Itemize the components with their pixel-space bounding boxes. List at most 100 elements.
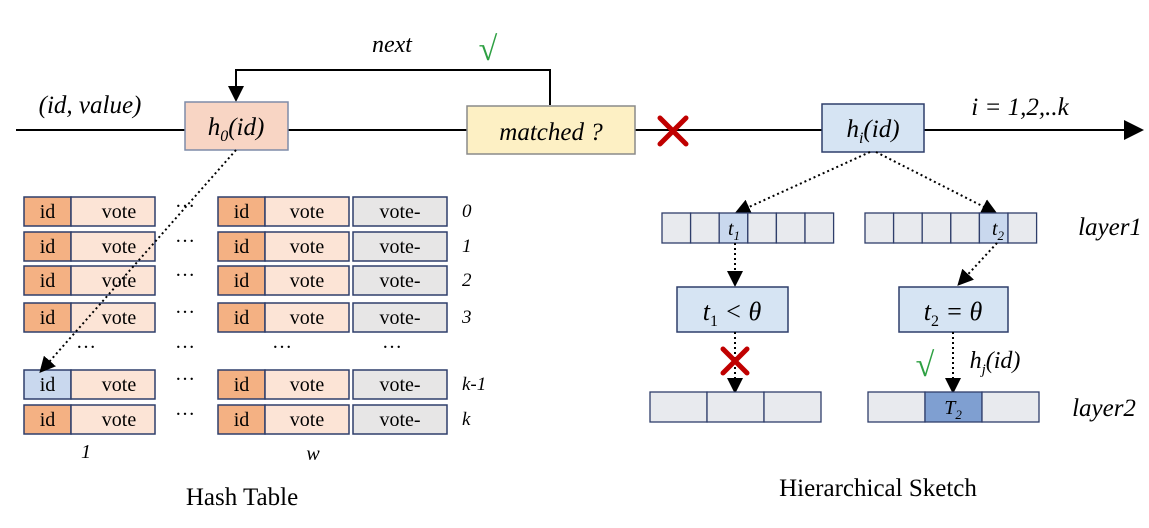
row-index-label: k bbox=[462, 409, 471, 430]
matched-box: matched ? bbox=[466, 105, 636, 155]
vote-negative-label: vote- bbox=[379, 236, 420, 258]
vote-cell-label: vote bbox=[102, 307, 137, 329]
hash-table-ellipsis-row: … … … … bbox=[76, 331, 402, 353]
svg-text:h0(id): h0(id) bbox=[208, 114, 265, 145]
vote-cell-label: vote bbox=[102, 374, 137, 396]
row-index-label: 2 bbox=[462, 270, 472, 291]
sketch-counter bbox=[867, 391, 926, 423]
svg-text:matched ?: matched ? bbox=[499, 119, 603, 146]
sketch-counter bbox=[775, 212, 806, 244]
sketch-counter bbox=[864, 212, 895, 244]
ellipsis: … bbox=[175, 363, 195, 385]
vote-cell-label: vote bbox=[290, 270, 325, 292]
id-cell bbox=[217, 265, 266, 296]
hashi-box: hi(id) bbox=[821, 103, 925, 153]
ellipsis: … bbox=[175, 190, 195, 212]
vote-cell bbox=[264, 196, 350, 227]
id-cell-label: id bbox=[234, 409, 250, 431]
sketch-counter bbox=[804, 212, 835, 244]
vote-cell-label: vote bbox=[290, 409, 325, 431]
ellipsis: … bbox=[382, 331, 402, 353]
sketch-counter bbox=[763, 391, 822, 423]
layer1-right-array bbox=[864, 212, 1038, 244]
column-last-label: w bbox=[306, 443, 320, 465]
vote-cell bbox=[70, 302, 156, 333]
vote-negative-cell bbox=[352, 196, 448, 227]
t2-label: t2 bbox=[992, 218, 1005, 243]
hash0-sub: 0 bbox=[220, 128, 228, 145]
vote-negative-cell bbox=[352, 302, 448, 333]
t1-label: t1 bbox=[728, 218, 740, 243]
id-cell-label: id bbox=[234, 374, 250, 396]
hashi-sub: i bbox=[859, 130, 863, 147]
vote-negative-cell bbox=[352, 231, 448, 262]
svg-text:t2 = θ: t2 = θ bbox=[924, 297, 983, 330]
cond1-box: t1 < θ bbox=[676, 286, 789, 333]
id-cell-label: id bbox=[234, 307, 250, 329]
vote-cell-label: vote bbox=[102, 409, 137, 431]
vote-cell bbox=[70, 231, 156, 262]
ellipsis: … bbox=[175, 398, 195, 420]
hashi-fn: h bbox=[846, 116, 859, 143]
row-index-label: k-1 bbox=[462, 374, 486, 395]
hash0-arg: (id) bbox=[228, 114, 264, 141]
layer1-label: layer1 bbox=[1078, 214, 1142, 241]
vote-cell bbox=[70, 369, 156, 400]
id-cell-label: id bbox=[40, 201, 56, 223]
svg-text:hi(id): hi(id) bbox=[846, 116, 899, 147]
layer2-right-array bbox=[867, 391, 1040, 423]
hashi-to-layer1-left-arrow bbox=[734, 151, 871, 215]
id-cell-label: id bbox=[40, 409, 56, 431]
vote-negative-cell bbox=[352, 369, 448, 400]
vote-cell bbox=[70, 404, 156, 435]
vote-negative-cell bbox=[352, 404, 448, 435]
id-cell-label: id bbox=[40, 307, 56, 329]
id-cell-label: id bbox=[234, 236, 250, 258]
column-first-label: 1 bbox=[81, 441, 91, 463]
ellipsis: … bbox=[272, 331, 292, 353]
sketch-counter bbox=[706, 391, 765, 423]
vote-cell-label: vote bbox=[102, 270, 137, 292]
layer2-label: layer2 bbox=[1072, 395, 1136, 422]
sketch-counter bbox=[921, 212, 952, 244]
id-cell bbox=[217, 404, 266, 435]
vote-cell-label: vote bbox=[290, 201, 325, 223]
sketch-counter-highlighted bbox=[718, 212, 749, 244]
id-cell-label: id bbox=[40, 236, 56, 258]
id-cell-label: id bbox=[40, 270, 56, 292]
ellipsis: … bbox=[76, 331, 96, 353]
row-index-label: 0 bbox=[462, 201, 472, 222]
row-index-label: 1 bbox=[462, 236, 472, 257]
id-cell bbox=[23, 404, 72, 435]
vote-cell-label: vote bbox=[290, 236, 325, 258]
id-cell-label: id bbox=[40, 374, 56, 396]
hash-table-caption: Hash Table bbox=[186, 484, 298, 511]
id-cell bbox=[23, 231, 72, 262]
vote-negative-label: vote- bbox=[379, 409, 420, 431]
sketch-counter bbox=[1007, 212, 1038, 244]
sketch-caption: Hierarchical Sketch bbox=[779, 475, 977, 502]
hash0-to-bucket-arrow bbox=[39, 149, 237, 374]
sketch-counter bbox=[950, 212, 981, 244]
range-label: i = 1,2,..k bbox=[971, 94, 1069, 121]
hash-table-row: id vote … id vote vote-k bbox=[23, 398, 471, 435]
id-cell bbox=[23, 265, 72, 296]
vote-cell-label: vote bbox=[290, 374, 325, 396]
sketch-counter bbox=[747, 212, 778, 244]
layer2-left-array bbox=[649, 391, 822, 423]
layer1-left-array bbox=[661, 212, 835, 244]
sketch-counter bbox=[981, 391, 1040, 423]
vote-negative-cell bbox=[352, 265, 448, 296]
hash0-box: h0(id) bbox=[184, 101, 289, 151]
hash0-fn: h bbox=[208, 114, 221, 141]
next-label: next bbox=[372, 32, 413, 58]
cross-icon-main bbox=[657, 115, 689, 147]
hashi-arg: (id) bbox=[863, 116, 899, 143]
ellipsis: … bbox=[175, 331, 195, 353]
ellipsis: … bbox=[175, 296, 195, 318]
